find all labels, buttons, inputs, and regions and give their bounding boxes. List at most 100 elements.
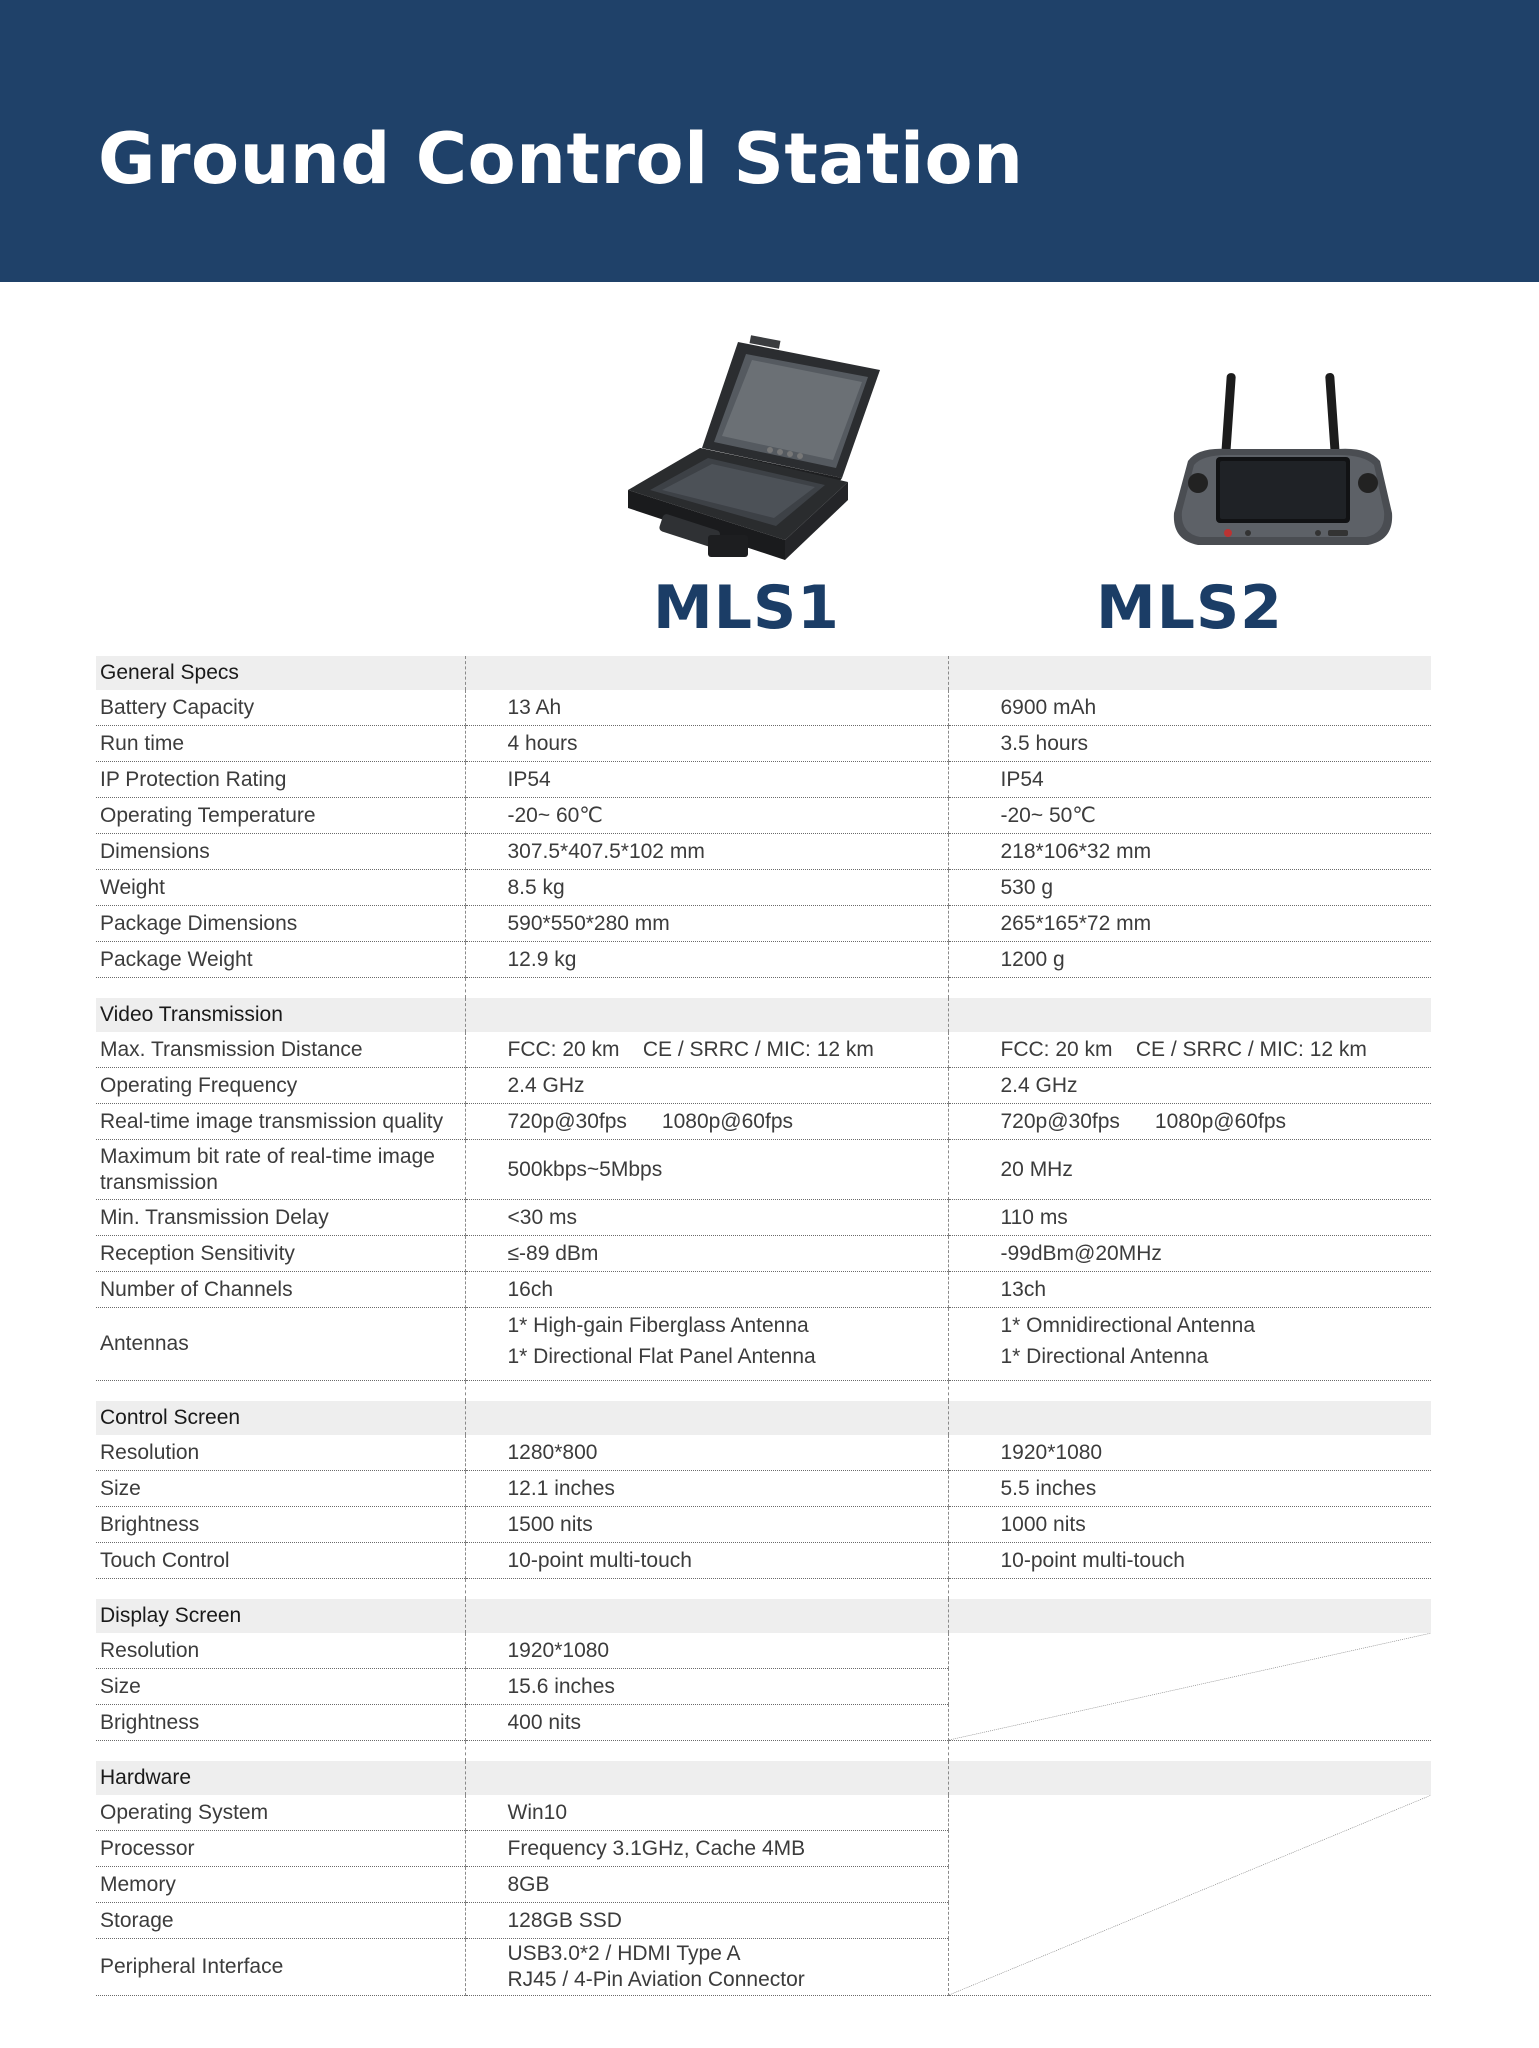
mls2-value-cell: [947, 1740, 1431, 1761]
mls2-value-cell: [947, 998, 1431, 1032]
antenna-line: 1* Directional Flat Panel Antenna: [507, 1345, 816, 1368]
mls1-value-cell: 8.5 kg: [464, 869, 948, 906]
spec-label-cell: Touch Control: [96, 1542, 465, 1579]
mls1-value-cell: 8GB: [464, 1866, 948, 1903]
antenna-line: 1* High-gain Fiberglass Antenna: [507, 1314, 809, 1337]
mls2-value-cell: 13ch: [947, 1271, 1431, 1308]
spec-label-cell: [96, 978, 465, 999]
spec-label-cell: Dimensions: [96, 833, 465, 870]
spec-label-cell: Real-time image transmission quality: [96, 1103, 465, 1140]
spec-label-cell: Size: [96, 1470, 465, 1507]
mls1-value-cell: 500kbps~5Mbps: [464, 1139, 948, 1200]
spec-label-cell: Maximum bit rate of real-time image tran…: [96, 1139, 465, 1200]
spec-label-cell: Weight: [96, 869, 465, 906]
spec-label-cell: Resolution: [96, 1633, 465, 1669]
table-row: Maximum bit rate of real-time image tran…: [96, 1139, 1431, 1200]
mls1-value-cell: 1* High-gain Fiberglass Antenna 1* Direc…: [464, 1307, 948, 1381]
mls1-value-cell: 15.6 inches: [464, 1668, 948, 1705]
mls1-value-cell: 2.4 GHz: [464, 1067, 948, 1104]
section-header-control: Control Screen: [96, 1401, 1431, 1435]
spec-label-cell: Operating System: [96, 1795, 465, 1831]
mls1-value-cell: Win10: [464, 1795, 948, 1831]
mls1-product-image: [620, 330, 890, 575]
mls1-value-cell: 13 Ah: [464, 690, 948, 726]
spec-label-cell: Reception Sensitivity: [96, 1235, 465, 1272]
section-header-general: General Specs: [96, 656, 1431, 690]
antenna-line: 1* Omnidirectional Antenna: [1000, 1314, 1256, 1337]
mls1-value-cell: -20~ 60℃: [464, 797, 948, 834]
not-applicable-cell: [947, 1795, 1431, 1996]
mls2-value-cell: FCC: 20 km CE / SRRC / MIC: 12 km: [947, 1032, 1431, 1068]
mls1-value-cell: 307.5*407.5*102 mm: [464, 833, 948, 870]
mls1-value-cell: 12.9 kg: [464, 941, 948, 978]
spec-label-cell: Brightness: [96, 1704, 465, 1741]
table-row: Max. Transmission Distance FCC: 20 km CE …: [96, 1032, 1431, 1068]
section-title: Hardware: [96, 1761, 465, 1795]
mls2-value-cell: 5.5 inches: [947, 1470, 1431, 1507]
spec-label-cell: Operating Frequency: [96, 1067, 465, 1104]
mls2-value-cell: 1920*1080: [947, 1435, 1431, 1471]
spec-label-cell: Storage: [96, 1902, 465, 1939]
mls1-value-cell: 4 hours: [464, 725, 948, 762]
spec-label-cell: Min. Transmission Delay: [96, 1199, 465, 1236]
mls2-value-cell: 6900 mAh: [947, 690, 1431, 726]
spec-label-cell: Peripheral Interface: [96, 1938, 465, 1996]
mls2-value-cell: 10-point multi-touch: [947, 1542, 1431, 1579]
mls2-value-cell: [947, 1599, 1431, 1633]
mls1-value-cell: IP54: [464, 761, 948, 798]
mls1-value-cell: [464, 998, 948, 1032]
spec-label-cell: Processor: [96, 1830, 465, 1867]
mls1-value-cell: [464, 656, 948, 690]
mls1-value-cell: Frequency 3.1GHz, Cache 4MB: [464, 1830, 948, 1867]
mls2-value-cell: 218*106*32 mm: [947, 833, 1431, 870]
spec-label-cell: Resolution: [96, 1435, 465, 1471]
spec-label-cell: [96, 1381, 465, 1402]
mls2-value-cell: [947, 1401, 1431, 1435]
mls2-value-cell: [947, 1578, 1431, 1599]
mls1-value-cell: <30 ms: [464, 1199, 948, 1236]
spec-label-cell: Size: [96, 1668, 465, 1705]
mls2-value-cell: [947, 1380, 1431, 1401]
page-header: Ground Control Station: [0, 0, 1539, 282]
mls2-value-cell: 1* Omnidirectional Antenna 1* Directiona…: [947, 1307, 1431, 1381]
mls1-value-cell: 1920*1080: [464, 1633, 948, 1669]
section-header-video: Video Transmission: [96, 998, 1431, 1032]
mls1-value-cell: [464, 1599, 948, 1633]
spec-label-cell: Run time: [96, 725, 465, 762]
spec-label-cell: [96, 1579, 465, 1600]
antenna-line: 1* Directional Antenna: [1000, 1345, 1209, 1368]
peripheral-line: RJ45 / 4-Pin Aviation Connector: [507, 1968, 805, 1991]
mls2-value-cell: [947, 1761, 1431, 1795]
mls1-value-cell: 590*550*280 mm: [464, 905, 948, 942]
mls1-value-cell: [464, 977, 948, 998]
mls2-value-cell: 110 ms: [947, 1199, 1431, 1236]
mls2-product-image: [1168, 365, 1398, 555]
mls1-value-cell: [464, 1380, 948, 1401]
mls1-value-cell: [464, 1401, 948, 1435]
mls1-value-cell: [464, 1761, 948, 1795]
peripheral-line: USB3.0*2 / HDMI Type A: [507, 1942, 741, 1965]
spec-label-cell: Number of Channels: [96, 1271, 465, 1308]
mls1-value-cell: 1500 nits: [464, 1506, 948, 1543]
spec-label-cell: Max. Transmission Distance: [96, 1032, 465, 1068]
mls1-value-cell: 400 nits: [464, 1704, 948, 1741]
mls2-value-cell: -99dBm@20MHz: [947, 1235, 1431, 1272]
mls2-value-cell: 265*165*72 mm: [947, 905, 1431, 942]
mls1-value-cell: 720p@30fps 1080p@60fps: [464, 1103, 948, 1140]
